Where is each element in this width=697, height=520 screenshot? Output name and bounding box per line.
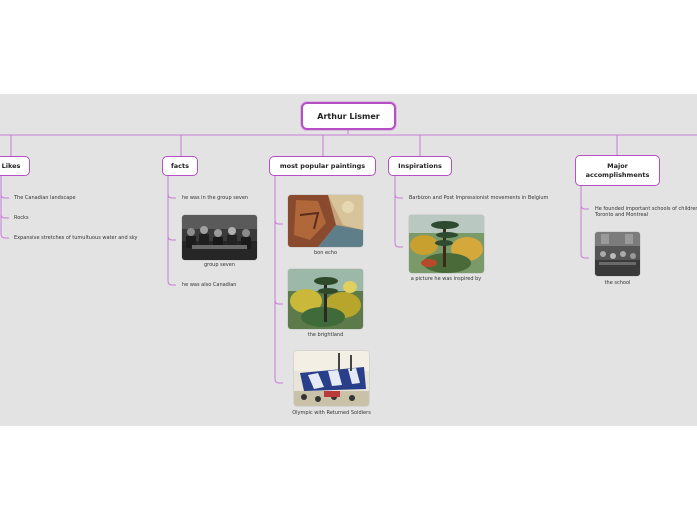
facts-link-branch-1 xyxy=(167,235,176,241)
accomplishments-link-branch-0 xyxy=(580,204,589,210)
likes-item-water-and-sky[interactable]: Expansive stretches of tumultuous water … xyxy=(14,235,138,241)
bon-echo-painting[interactable] xyxy=(288,195,363,247)
inspirations-link-spine xyxy=(394,176,403,248)
root-node[interactable]: Arthur Lismer xyxy=(301,102,396,130)
topic-likes[interactable]: Likes xyxy=(0,156,30,176)
paintings-link-branch-0 xyxy=(274,219,283,225)
facts-link-spine xyxy=(167,176,176,286)
school-photo[interactable] xyxy=(595,232,640,276)
topic-most-popular-paintings[interactable]: most popular paintings xyxy=(269,156,376,176)
facts-item-canadian[interactable]: he was also Canadian xyxy=(182,282,237,288)
caption-olympic-with-returned-soldiers: Olympic with Returned Soldiers xyxy=(292,410,371,416)
caption-the-brightland: the brightland xyxy=(307,332,344,338)
inspirations-item-barbizon[interactable]: Barbizon and Post Impressionist movement… xyxy=(409,195,549,201)
likes-link-spine xyxy=(0,176,9,239)
caption-the-school: the school xyxy=(604,280,631,286)
topic-facts[interactable]: facts xyxy=(162,156,198,176)
brightland-painting[interactable] xyxy=(288,269,363,329)
likes-item-rocks[interactable]: Rocks xyxy=(14,215,29,221)
inspirations-link-branch-0 xyxy=(394,193,403,199)
inspiration-painting[interactable] xyxy=(409,215,484,273)
paintings-link-branch-1 xyxy=(274,299,283,305)
topic-major-accomplishments[interactable]: Major accomplishments xyxy=(575,155,660,186)
accomplishments-link-spine xyxy=(580,186,589,259)
facts-caption-group-seven: group seven xyxy=(204,262,235,268)
topic-inspirations[interactable]: Inspirations xyxy=(388,156,452,176)
likes-item-canadian-landscape[interactable]: The Canadian landscape xyxy=(14,195,76,201)
facts-link-branch-0 xyxy=(167,193,176,199)
accomplishments-item-schools[interactable]: He founded important schools of children… xyxy=(595,206,697,218)
caption-bon-echo: bon echo xyxy=(313,250,338,256)
mindmap-canvas: Arthur Lismer Likes facts most popular p… xyxy=(0,94,697,426)
caption-inspiration-picture: a picture he was inspired by xyxy=(410,276,482,282)
likes-link-branch-0 xyxy=(0,193,9,199)
olympic-painting[interactable] xyxy=(294,351,369,406)
paintings-link-spine xyxy=(274,176,283,384)
facts-item-group-seven[interactable]: he was in the group seven xyxy=(182,195,249,201)
likes-link-branch-1 xyxy=(0,213,9,219)
connector-lines xyxy=(0,130,697,384)
group-seven-photo[interactable] xyxy=(182,215,257,260)
